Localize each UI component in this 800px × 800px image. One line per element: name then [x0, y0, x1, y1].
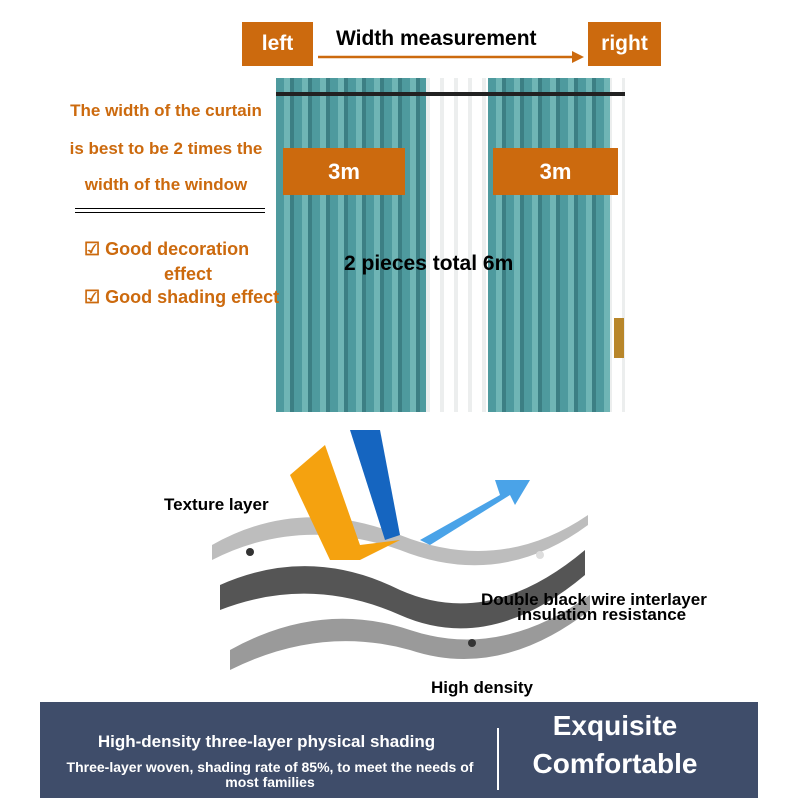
banner-exquisite: Exquisite	[552, 710, 678, 741]
high-density-layer	[230, 595, 590, 670]
light-ray-blue	[350, 430, 400, 540]
right-panel-width: 3m	[493, 148, 618, 195]
curtain-rod	[276, 92, 625, 96]
interlayer-marker-dot	[536, 551, 544, 559]
feature-decoration: ☑ Good decoration	[84, 239, 249, 260]
banner-title: High-density three-layer physical shadin…	[97, 732, 436, 751]
side-note-line-3: width of the window	[84, 175, 248, 194]
right-label: right	[588, 22, 661, 66]
interlayer-label-2: insulation resistance	[517, 605, 687, 624]
density-marker-dot	[468, 639, 476, 647]
right-curtain-panel	[488, 78, 610, 412]
feature-label-cont: effect	[164, 264, 213, 284]
texture-layer-label: Texture layer	[164, 495, 269, 514]
divider	[75, 208, 265, 213]
lamp-icon	[614, 318, 624, 358]
side-note-line-1: The width of the curtain	[70, 101, 262, 120]
width-measurement-label: Width measurement	[336, 27, 537, 50]
left-curtain-panel	[276, 78, 426, 412]
banner-subtitle: Three-layer woven, shading rate of 85%, …	[66, 759, 474, 790]
left-panel-width: 3m	[283, 148, 405, 195]
interlayer-label-1: Double black wire interlayer	[481, 590, 707, 609]
light-ray-orange	[290, 445, 400, 560]
texture-layer	[212, 515, 588, 566]
checkbox-icon: ☑	[84, 287, 101, 307]
high-density-label: High density	[431, 678, 534, 697]
feature-banner: High-density three-layer physical shadin…	[40, 702, 758, 798]
total-width-text: 2 pieces total 6m	[344, 252, 514, 275]
feature-label: Good shading effect	[105, 287, 280, 307]
curtain-photo	[276, 78, 625, 412]
feature-label: Good decoration	[105, 239, 250, 259]
banner-comfortable: Comfortable	[532, 748, 698, 779]
light-ray-reflect	[420, 480, 530, 545]
side-note-line-2: is best to be 2 times the	[69, 139, 263, 158]
texture-marker-dot	[246, 548, 254, 556]
checkbox-icon: ☑	[84, 239, 101, 259]
arrow-right-icon	[318, 51, 584, 63]
banner-divider	[497, 728, 499, 790]
fabric-layers-diagram	[212, 430, 590, 670]
feature-shading: ☑ Good shading effect	[84, 287, 279, 308]
blackout-layer	[220, 550, 585, 629]
left-label: left	[242, 22, 313, 66]
